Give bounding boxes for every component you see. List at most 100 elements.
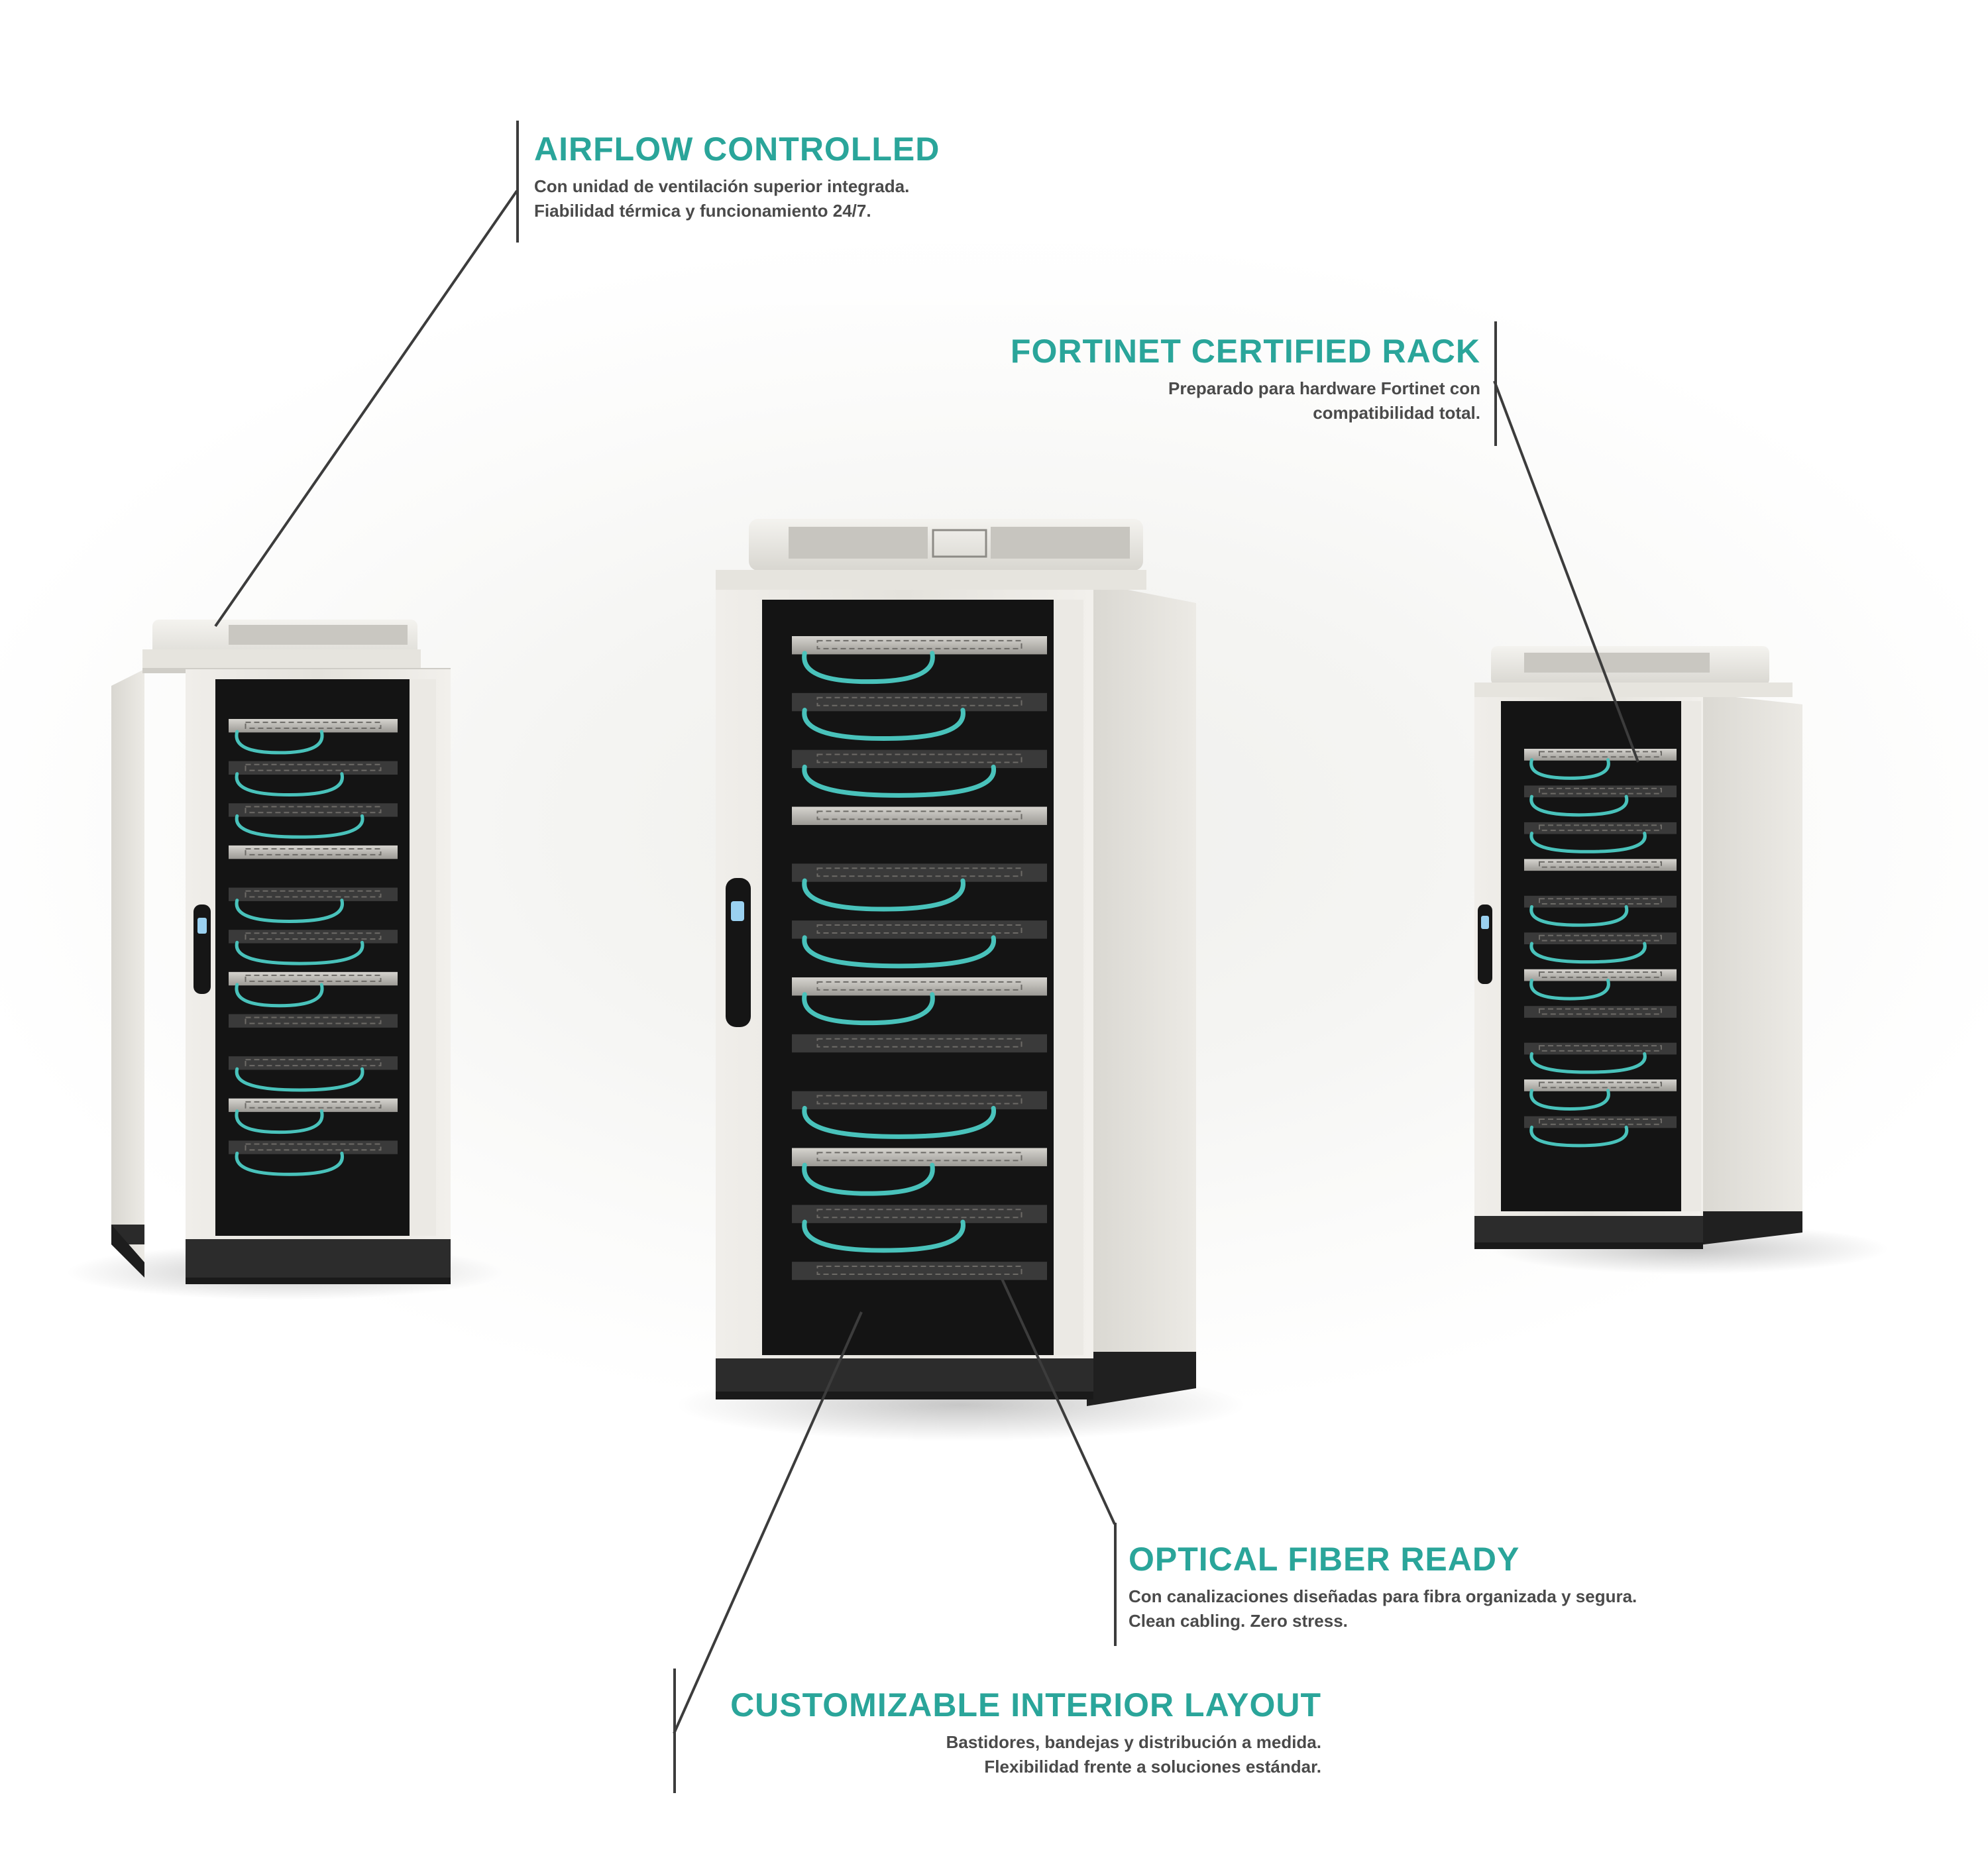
rack-cabinet-right — [1474, 646, 1802, 1249]
rack-switch — [792, 636, 1047, 655]
switch-ports — [816, 1266, 1022, 1276]
rack-switch — [792, 1262, 1047, 1280]
rack-switch — [1524, 785, 1677, 798]
switch-ports — [1539, 1045, 1662, 1052]
rack-switch — [229, 1014, 398, 1028]
patch-cable — [1529, 978, 1610, 1001]
fortinet-line-1: Preparado para hardware Fortinet con — [1168, 378, 1480, 398]
patch-cable — [235, 940, 364, 965]
rack-switch — [792, 749, 1047, 769]
patch-cable — [1529, 832, 1647, 853]
airflow-callout-bar — [516, 121, 519, 243]
switch-ports — [1539, 971, 1662, 978]
switch-ports — [245, 1059, 382, 1067]
patch-cable — [802, 1105, 996, 1139]
patch-cable — [235, 1067, 364, 1092]
rack-switch — [229, 887, 398, 901]
leader-fortinet — [1493, 380, 1639, 763]
switch-ports — [245, 806, 382, 814]
switch-ports — [245, 974, 382, 982]
rack-switch — [792, 1091, 1047, 1110]
rack-switch — [229, 719, 398, 733]
switch-ports — [1539, 1008, 1662, 1015]
switch-ports — [1539, 787, 1662, 795]
patch-cable — [1529, 1125, 1629, 1148]
rack-switch — [792, 1205, 1047, 1223]
patch-cable — [802, 1219, 966, 1253]
rack-switch — [1524, 859, 1677, 871]
patch-cable — [235, 899, 345, 923]
switch-ports — [816, 867, 1022, 877]
rack-switch — [1524, 1079, 1677, 1091]
rack-switch — [229, 1098, 398, 1113]
switch-ports — [1539, 824, 1662, 832]
layout-line-2: Flexibilidad frente a soluciones estánda… — [984, 1757, 1321, 1777]
patch-cable — [802, 764, 996, 798]
switch-ports — [245, 890, 382, 898]
rack-switch — [229, 761, 398, 775]
fortinet-line-2: compatibilidad total. — [1313, 403, 1480, 423]
switch-ports — [245, 1101, 382, 1109]
patch-cable — [802, 878, 966, 912]
leader-airflow — [214, 190, 518, 628]
switch-ports — [245, 1143, 382, 1151]
airflow-description: Con unidad de ventilación superior integ… — [534, 174, 940, 223]
patch-cable — [1529, 758, 1610, 780]
rack-switch — [792, 977, 1047, 996]
patch-cable — [1529, 1052, 1647, 1074]
rack-switch — [792, 806, 1047, 825]
rack-switch — [1524, 822, 1677, 834]
rack-switch — [792, 920, 1047, 939]
fiber-callout: OPTICAL FIBER READY Con canalizaciones d… — [1129, 1539, 1637, 1633]
airflow-line-2: Fiabilidad térmica y funcionamiento 24/7… — [534, 201, 871, 221]
patch-cable — [235, 1109, 324, 1134]
patch-cable — [235, 772, 345, 797]
switch-ports — [1539, 1081, 1662, 1089]
switch-ports — [1539, 751, 1662, 758]
switch-ports — [816, 639, 1022, 649]
rack-switch — [792, 1148, 1047, 1166]
switch-ports — [1539, 934, 1662, 942]
patch-cable — [802, 992, 935, 1026]
rack-switch — [229, 803, 398, 817]
switch-ports — [816, 696, 1022, 706]
airflow-callout: AIRFLOW CONTROLLED Con unidad de ventila… — [534, 129, 940, 223]
patch-cable — [1529, 1089, 1610, 1111]
patch-cable — [802, 651, 935, 685]
patch-cable — [235, 730, 324, 755]
rack-switch — [1524, 1042, 1677, 1055]
switch-ports — [1539, 1118, 1662, 1125]
switch-ports — [816, 1095, 1022, 1105]
layout-callout: CUSTOMIZABLE INTERIOR LAYOUT Bastidores,… — [730, 1685, 1321, 1779]
switch-ports — [245, 1016, 382, 1024]
rack-switch — [229, 1056, 398, 1070]
layout-title: CUSTOMIZABLE INTERIOR LAYOUT — [730, 1686, 1321, 1724]
switch-ports — [816, 810, 1022, 820]
fortinet-title: FORTINET CERTIFIED RACK — [1010, 333, 1480, 370]
patch-cable — [802, 935, 996, 969]
fiber-title: OPTICAL FIBER READY — [1129, 1541, 1520, 1578]
fiber-description: Con canalizaciones diseñadas para fibra … — [1129, 1584, 1637, 1633]
layout-line-1: Bastidores, bandejas y distribución a me… — [946, 1732, 1321, 1752]
rack-switch — [792, 1034, 1047, 1053]
rack-switch — [229, 1140, 398, 1154]
switch-ports — [816, 924, 1022, 934]
layout-description: Bastidores, bandejas y distribución a me… — [730, 1730, 1321, 1779]
rack-switch — [1524, 1116, 1677, 1128]
patch-cable — [802, 708, 966, 741]
switch-ports — [245, 848, 382, 855]
patch-cable — [1529, 905, 1629, 927]
rack-switch — [792, 863, 1047, 882]
patch-cable — [235, 814, 364, 839]
fiber-line-2: Clean cabling. Zero stress. — [1129, 1611, 1348, 1631]
rack-switch — [1524, 895, 1677, 908]
patch-cable — [235, 1151, 345, 1176]
rack-switch — [1524, 932, 1677, 945]
patch-cable — [235, 983, 324, 1008]
rack-cabinet-left — [111, 620, 451, 1284]
switch-ports — [816, 1209, 1022, 1219]
switch-ports — [816, 1152, 1022, 1162]
rack-cabinet-center — [716, 519, 1196, 1406]
patch-cable — [1529, 942, 1647, 964]
layout-callout-bar — [673, 1669, 676, 1793]
